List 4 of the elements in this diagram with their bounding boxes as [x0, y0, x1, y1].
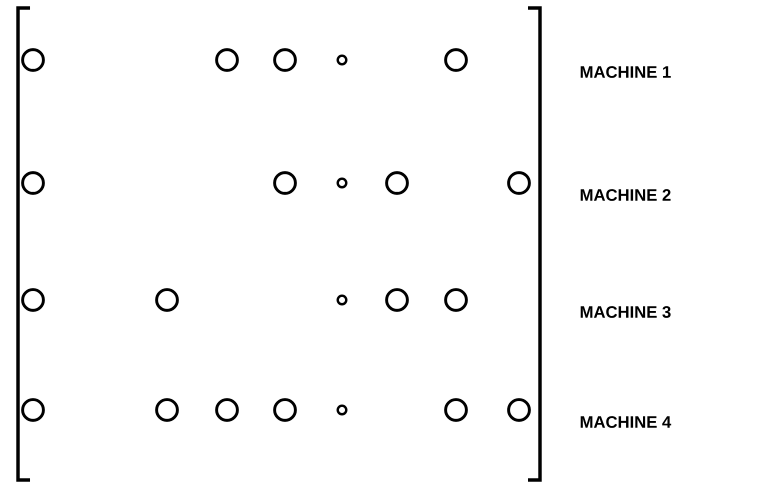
machine-label: MACHINE 4 [580, 416, 672, 428]
machine-label: MACHINE 3 [580, 306, 671, 318]
machine-label: MACHINE 1 [580, 66, 671, 78]
machine-label: MACHINE 2 [580, 189, 671, 201]
